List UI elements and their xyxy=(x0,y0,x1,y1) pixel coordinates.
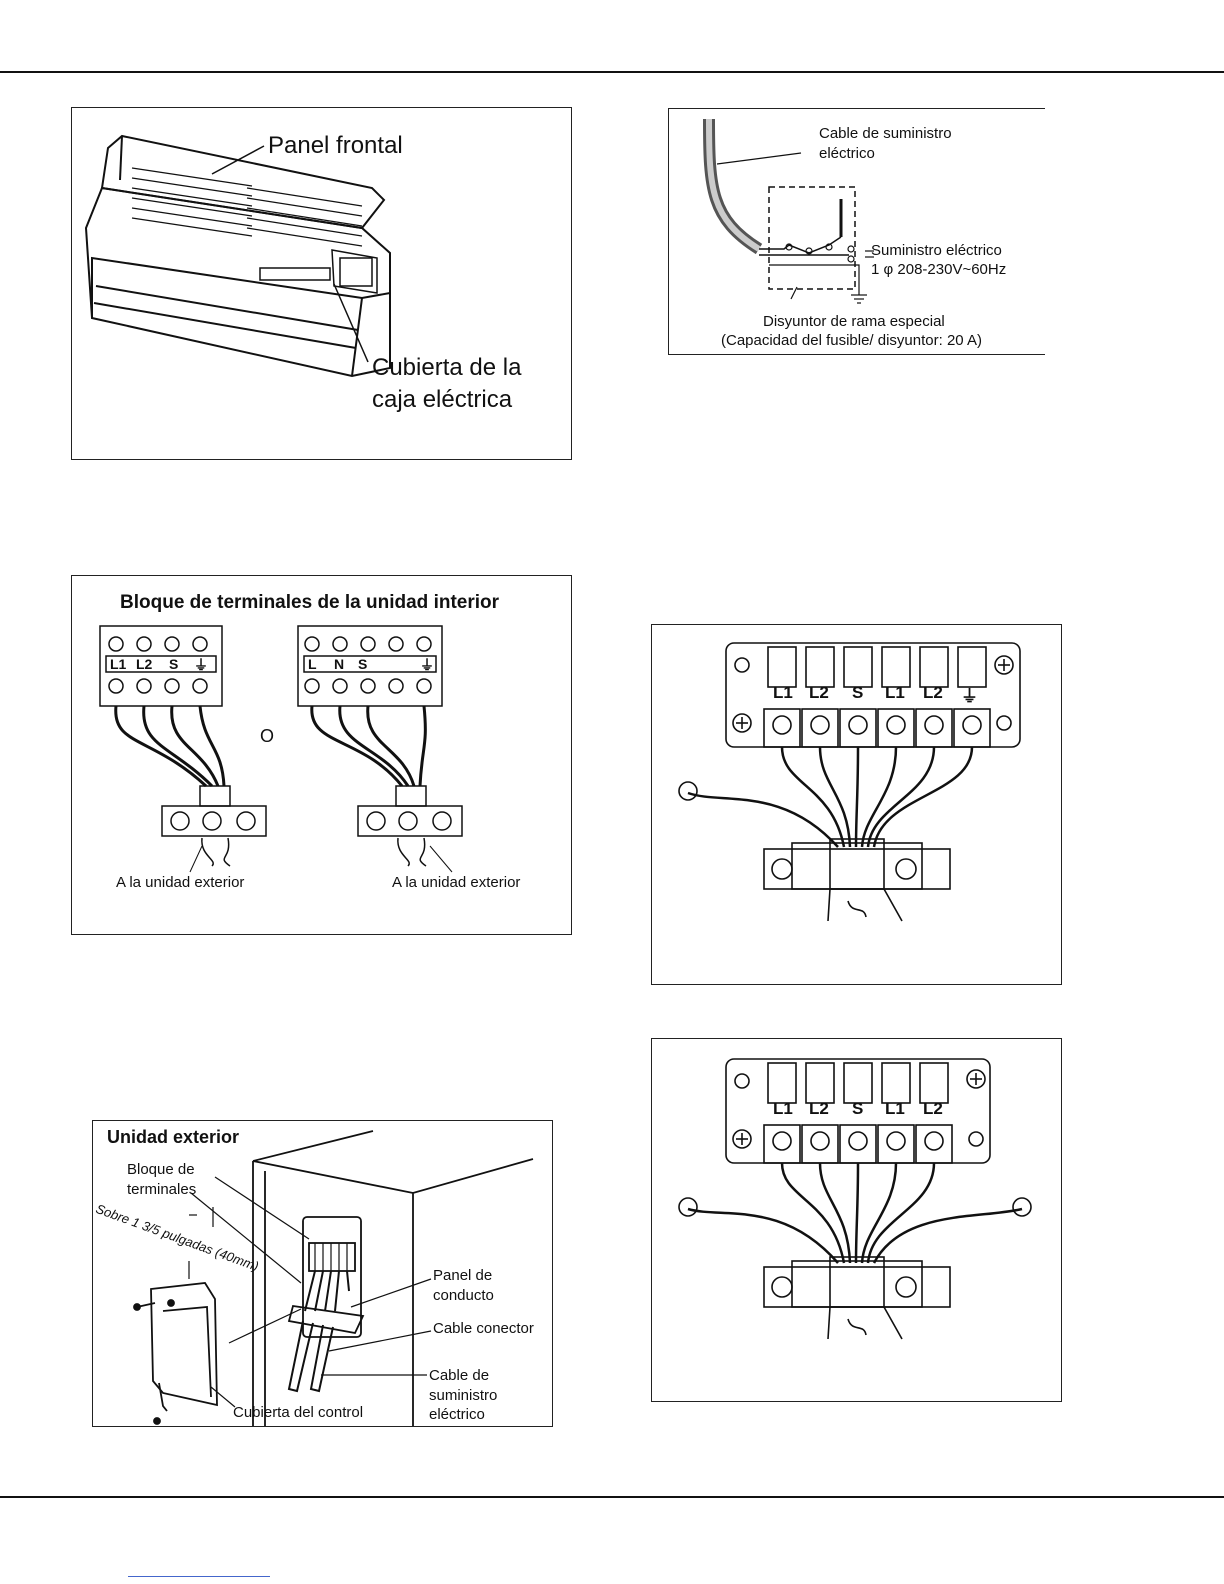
t5-label-3: S xyxy=(852,1099,864,1118)
label-electric-box-cover-2: caja eléctrica xyxy=(372,386,513,413)
terminals-6-illustration xyxy=(678,642,1021,922)
block-b-label-2: N xyxy=(334,656,345,672)
figure-power-supply: Cable de suministro eléctrico Suministro… xyxy=(668,108,1045,355)
label-terminal-block-1: Bloque de xyxy=(127,1161,195,1178)
bottom-rule xyxy=(0,1496,1224,1498)
to-outdoor-left: A la unidad exterior xyxy=(116,874,245,891)
block-a-label-1: L1 xyxy=(110,656,127,672)
power-supply-illustration xyxy=(703,118,874,304)
label-breaker-2: (Capacidad del fusible/ disyuntor: 20 A) xyxy=(721,332,982,349)
t6-label-5: L2 xyxy=(923,683,943,702)
terminals-5-illustration xyxy=(678,1058,1032,1340)
block-a-label-4: ⏚ xyxy=(194,657,208,673)
front-panel-illustration xyxy=(84,134,391,378)
label-electric-box-cover-1: Cubierta de la xyxy=(372,354,522,381)
t6-label-2: L2 xyxy=(809,683,829,702)
label-power-cable-2: eléctrico xyxy=(819,145,875,162)
label-breaker-1: Disyuntor de rama especial xyxy=(763,313,945,330)
outdoor-unit-title: Unidad exterior xyxy=(107,1127,240,1147)
label-conduit-panel-1: Panel de xyxy=(433,1267,493,1284)
label-front-panel: Panel frontal xyxy=(268,132,403,159)
label-supply-cable-3: eléctrico xyxy=(429,1406,485,1423)
label-supply-cable-1: Cable de xyxy=(429,1367,490,1384)
label-conduit-panel-2: conducto xyxy=(433,1287,494,1304)
label-supply-cable-2: suministro xyxy=(429,1387,498,1404)
t6-label-4: L1 xyxy=(885,683,905,702)
block-b-screws xyxy=(304,636,432,694)
label-power-supply-1: Suministro eléctrico xyxy=(871,242,1002,259)
block-b-label-4: ⏚ xyxy=(420,657,434,673)
figure-indoor-terminals: Bloque de terminales de la unidad interi… xyxy=(71,575,572,935)
label-control-cover: Cubierta del control xyxy=(233,1404,364,1421)
label-power-supply-2: 1 φ 208-230V~60Hz xyxy=(871,261,1007,278)
block-a-screws xyxy=(108,636,208,694)
t5-label-5: L2 xyxy=(923,1099,943,1118)
label-connector-cable: Cable conector xyxy=(433,1320,534,1337)
block-a-label-3: S xyxy=(169,656,179,672)
figure-outdoor-terminals-5: L1 L2 S L1 L2 xyxy=(651,1038,1062,1402)
block-b-label-3: S xyxy=(358,656,368,672)
t6-label-1: L1 xyxy=(773,683,793,702)
block-b-label-1: L xyxy=(308,656,317,672)
footer-link-underline xyxy=(128,1576,270,1577)
t5-label-2: L2 xyxy=(809,1099,829,1118)
t6-label-3: S xyxy=(852,683,864,702)
label-power-cable-1: Cable de suministro xyxy=(819,125,952,142)
label-terminal-block-2: terminales xyxy=(127,1181,197,1198)
indoor-terminals-title: Bloque de terminales de la unidad interi… xyxy=(120,592,500,613)
outdoor-unit-illustration xyxy=(133,1130,534,1426)
to-outdoor-right: A la unidad exterior xyxy=(392,874,521,891)
figure-outdoor-unit: Unidad exterior Bloque de terminales Sob… xyxy=(92,1120,553,1427)
block-a-label-2: L2 xyxy=(136,656,153,672)
indoor-terminals-illustration xyxy=(99,625,463,873)
t5-label-4: L1 xyxy=(885,1099,905,1118)
t6-label-6: ⏚ xyxy=(961,687,978,706)
figure-front-panel: Panel frontal Cubierta de la caja eléctr… xyxy=(71,107,572,460)
t5-label-1: L1 xyxy=(773,1099,793,1118)
figure-outdoor-terminals-6: L1 L2 S L1 L2 ⏚ xyxy=(651,624,1062,985)
top-rule xyxy=(0,71,1224,73)
or-text: O xyxy=(260,726,275,746)
terminals-6-posts xyxy=(763,646,991,748)
